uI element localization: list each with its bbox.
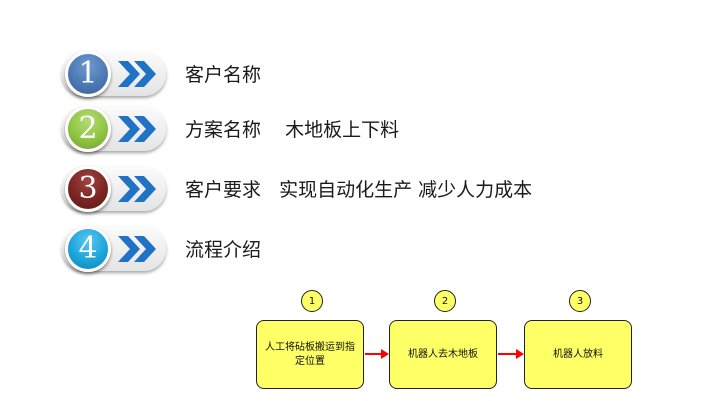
flow-step-number-3: 3 — [569, 290, 591, 312]
list-item-2: 2 方案名称 木地板上下料 — [62, 105, 662, 155]
double-chevron-icon — [118, 116, 156, 142]
item-text-2: 方案名称 木地板上下料 — [185, 119, 400, 141]
number-badge-3: 3 — [65, 166, 111, 212]
flow-step-number-1: 1 — [301, 290, 323, 312]
flow-step-box-3: 机器人放料 — [524, 320, 632, 389]
flow-step-label-2: 机器人去木地板 — [408, 348, 478, 360]
double-chevron-icon — [118, 176, 156, 202]
item-text-4: 流程介绍 — [185, 239, 262, 261]
number-badge-1: 1 — [65, 51, 111, 97]
flow-step-label-1: 人工将砧板搬运到指定位置 — [265, 342, 355, 367]
flow-arrow-2-to-3 — [498, 349, 524, 359]
number-badge-2: 2 — [65, 106, 111, 152]
item-text-1: 客户名称 — [185, 64, 262, 86]
item-text-3: 客户要求 实现自动化生产 减少人力成本 — [185, 179, 533, 201]
flow-arrow-1-to-2 — [365, 349, 389, 359]
flow-step-label-3: 机器人放料 — [553, 348, 603, 360]
flow-step-box-2: 机器人去木地板 — [389, 320, 497, 389]
number-badge-4: 4 — [65, 226, 111, 272]
list-item-4: 4 流程介绍 — [62, 225, 662, 275]
list-item-3: 3 客户要求 实现自动化生产 减少人力成本 — [62, 165, 662, 215]
flow-step-box-1: 人工将砧板搬运到指定位置 — [256, 320, 364, 389]
double-chevron-icon — [118, 61, 156, 87]
double-chevron-icon — [118, 236, 156, 262]
list-item-1: 1 客户名称 — [62, 50, 662, 100]
flow-step-number-2: 2 — [434, 290, 456, 312]
